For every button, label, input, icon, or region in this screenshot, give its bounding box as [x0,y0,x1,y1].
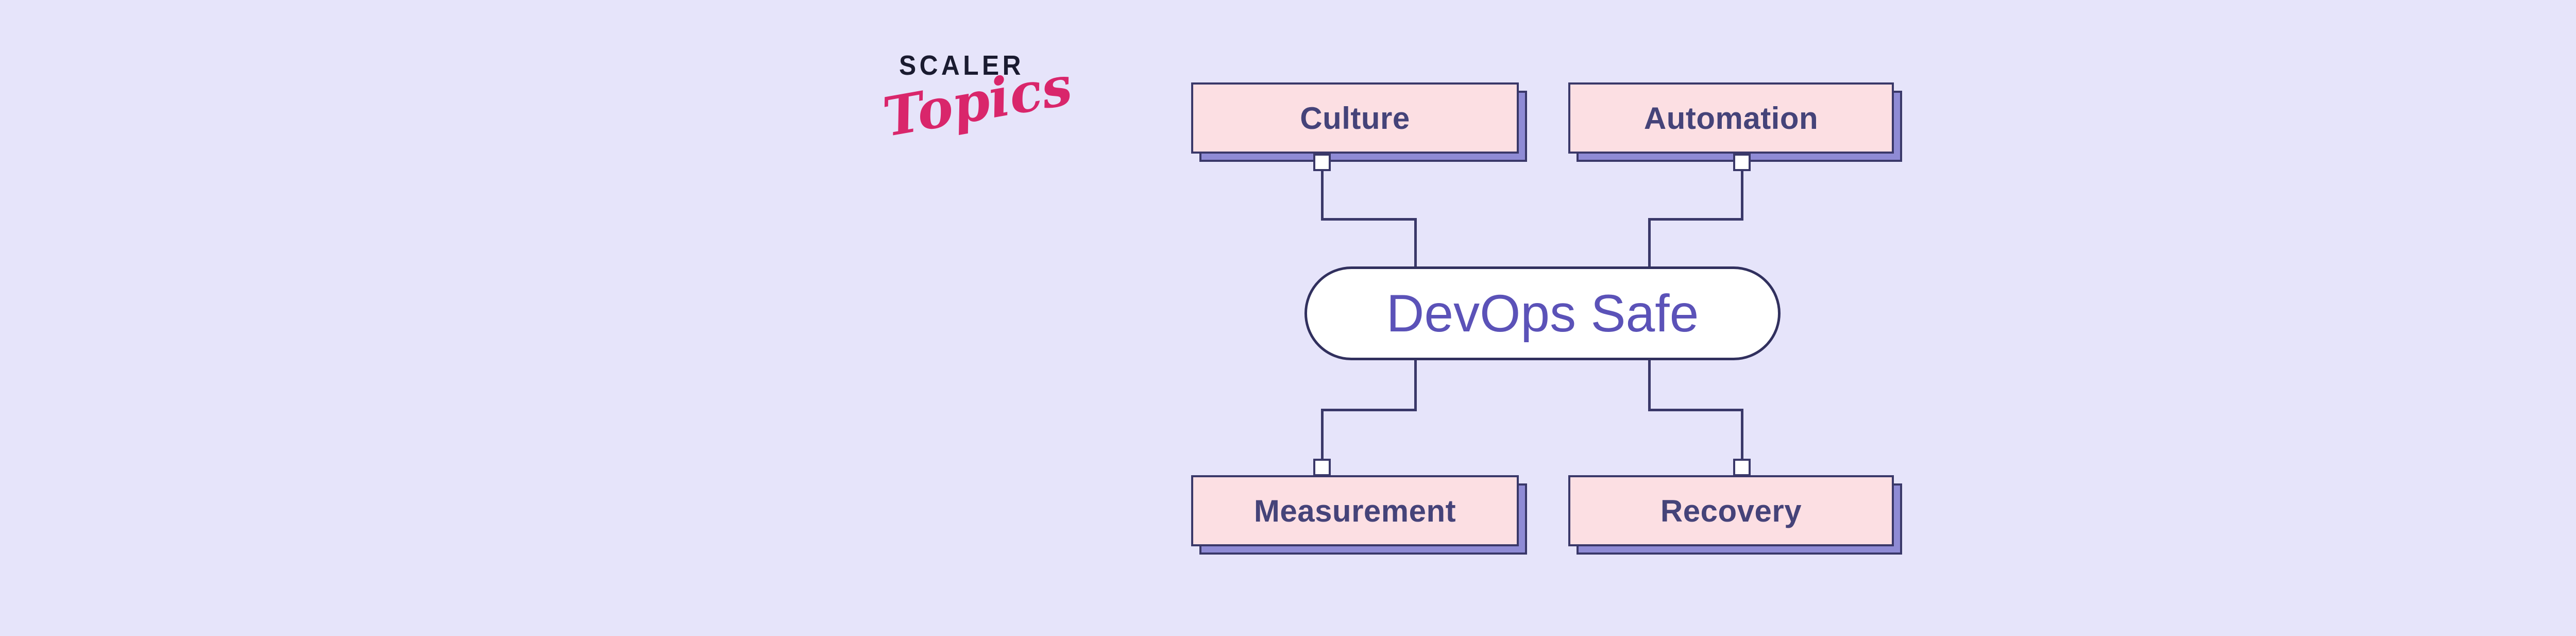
edge-culture-to-center-segment [1321,170,1324,221]
edge-automation-to-center-segment [1648,218,1651,270]
edge-automation-to-center-segment [1648,218,1743,221]
logo-wordmark-scaler: SCALER [899,50,1024,81]
center-node-label: DevOps Safe [1386,283,1699,343]
edge-anchor-measurement [1313,459,1331,476]
edge-center-to-measurement-segment [1321,409,1324,460]
edge-anchor-automation [1733,154,1751,171]
edge-anchor-recovery [1733,459,1751,476]
edge-culture-to-center-segment [1321,218,1417,221]
node-culture: Culture [1191,82,1527,162]
edge-automation-to-center-segment [1741,170,1743,221]
edge-center-to-recovery-segment [1648,359,1651,411]
node-face: Recovery [1568,475,1894,546]
edge-center-to-measurement-segment [1321,409,1417,411]
node-label: Recovery [1660,493,1802,528]
node-face: Measurement [1191,475,1519,546]
edge-center-to-recovery-segment [1648,409,1743,411]
node-recovery: Recovery [1568,475,1902,555]
node-measurement: Measurement [1191,475,1527,555]
node-label: Culture [1300,101,1410,136]
node-automation: Automation [1568,82,1902,162]
edge-center-to-measurement-segment [1414,359,1417,411]
edge-culture-to-center-segment [1414,218,1417,270]
edge-center-to-recovery-segment [1741,409,1743,460]
center-node-devops-safe: DevOps Safe [1304,266,1781,360]
edge-anchor-culture [1313,154,1331,171]
node-face: Automation [1568,82,1894,154]
node-label: Measurement [1253,493,1456,528]
node-label: Automation [1643,101,1819,136]
node-face: Culture [1191,82,1519,154]
